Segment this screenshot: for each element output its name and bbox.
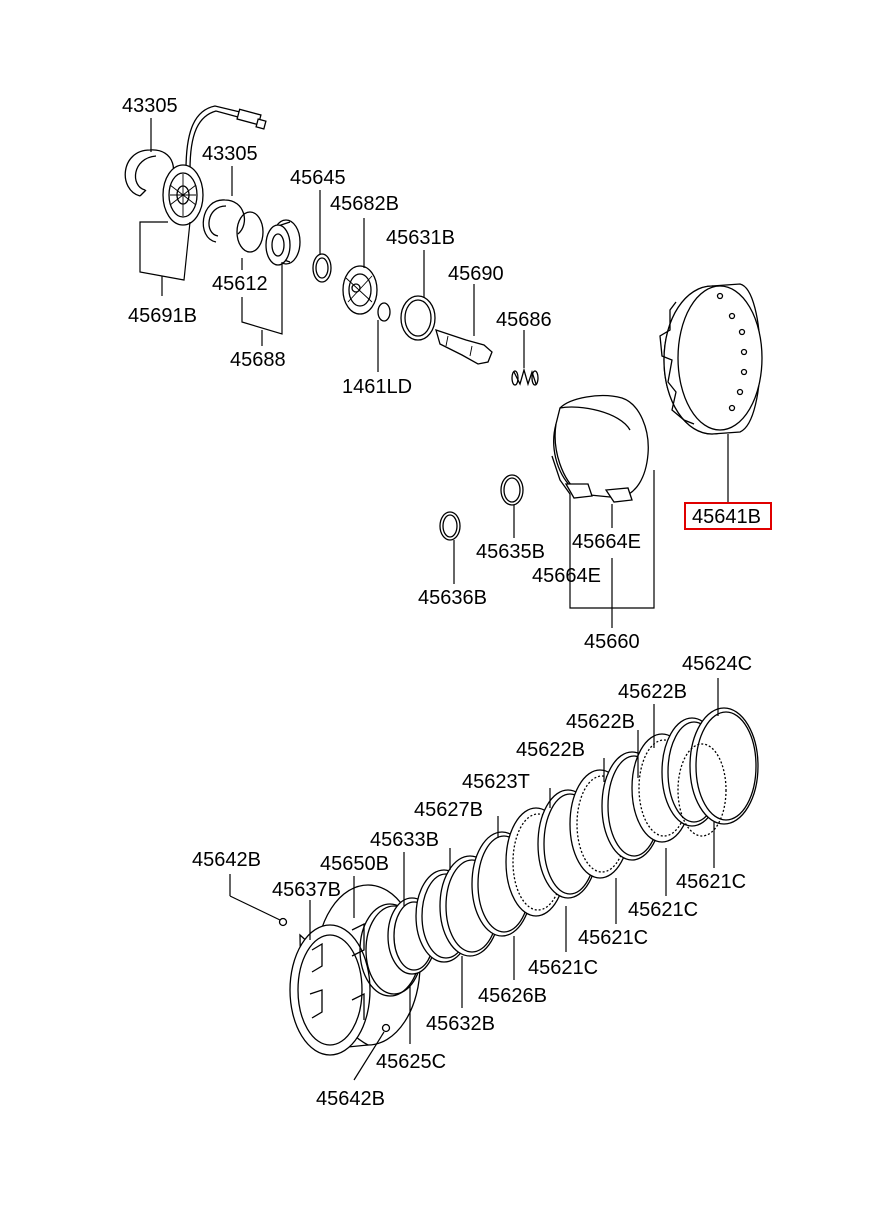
part-drum-45641B[interactable]	[659, 283, 763, 435]
part-o-ring-45612[interactable]	[236, 211, 264, 253]
label-45612[interactable]: 45612	[212, 273, 268, 295]
label-45664E-a[interactable]: 45664E	[572, 531, 641, 553]
label-45621C-c[interactable]: 45621C	[578, 927, 648, 949]
label-45621C-a[interactable]: 45621C	[676, 871, 746, 893]
label-45688[interactable]: 45688	[230, 349, 286, 371]
label-45682B[interactable]: 45682B	[330, 193, 399, 215]
part-disc-45621C-d[interactable]	[677, 743, 727, 837]
part-sensor-disc-45691B[interactable]	[162, 164, 204, 226]
label-45627B[interactable]: 45627B	[414, 799, 483, 821]
label-45642B-a[interactable]: 45642B	[192, 849, 261, 871]
label-45686[interactable]: 45686	[496, 309, 552, 331]
label-45691B[interactable]: 45691B	[128, 305, 197, 327]
label-45621C-b[interactable]: 45621C	[628, 899, 698, 921]
part-plate-45624C[interactable]	[689, 707, 759, 825]
label-45664E-b[interactable]: 45664E	[532, 565, 601, 587]
part-pin-45690[interactable]	[435, 328, 493, 365]
label-45650B[interactable]: 45650B	[320, 853, 389, 875]
label-45635B[interactable]: 45635B	[476, 541, 545, 563]
part-snap-ring-43305-b[interactable]	[202, 199, 246, 243]
label-45622B-b[interactable]: 45622B	[566, 711, 635, 733]
label-45622B-c[interactable]: 45622B	[516, 739, 585, 761]
label-45660[interactable]: 45660	[584, 631, 640, 653]
label-45623T[interactable]: 45623T	[462, 771, 530, 793]
label-45625C[interactable]: 45625C	[376, 1051, 446, 1073]
part-sensor-wire-45691B[interactable]	[185, 105, 267, 171]
label-45633B[interactable]: 45633B	[370, 829, 439, 851]
part-piston-45682B[interactable]	[342, 265, 378, 315]
part-bearing-45688[interactable]	[265, 219, 301, 266]
label-45626B[interactable]: 45626B	[478, 985, 547, 1007]
label-1461LD[interactable]: 1461LD	[342, 376, 412, 398]
label-45636B[interactable]: 45636B	[418, 587, 487, 609]
label-45622B-a[interactable]: 45622B	[618, 681, 687, 703]
part-brake-band-45660[interactable]	[551, 395, 649, 503]
selected-part-highlight	[684, 502, 772, 530]
part-ring-45635B[interactable]	[500, 474, 524, 506]
label-45624C[interactable]: 45624C	[682, 653, 752, 675]
part-seal-ring-45645[interactable]	[312, 253, 332, 283]
part-ball-45642B-b[interactable]	[381, 1023, 391, 1033]
label-45621C-d[interactable]: 45621C	[528, 957, 598, 979]
part-ring-1461LD[interactable]	[377, 302, 391, 322]
part-ring-45636B[interactable]	[439, 511, 461, 541]
label-43305-a[interactable]: 43305	[122, 95, 178, 117]
part-seal-45631B[interactable]	[400, 295, 436, 341]
label-45641B[interactable]: 45641B	[692, 506, 761, 528]
part-spring-45686[interactable]	[511, 367, 539, 387]
label-45642B-b[interactable]: 45642B	[316, 1088, 385, 1110]
label-45632B[interactable]: 45632B	[426, 1013, 495, 1035]
label-45645[interactable]: 45645	[290, 167, 346, 189]
label-43305-b[interactable]: 43305	[202, 143, 258, 165]
label-45690[interactable]: 45690	[448, 263, 504, 285]
label-45637B[interactable]: 45637B	[272, 879, 341, 901]
part-ball-45642B-a[interactable]	[278, 917, 288, 927]
label-45631B[interactable]: 45631B	[386, 227, 455, 249]
